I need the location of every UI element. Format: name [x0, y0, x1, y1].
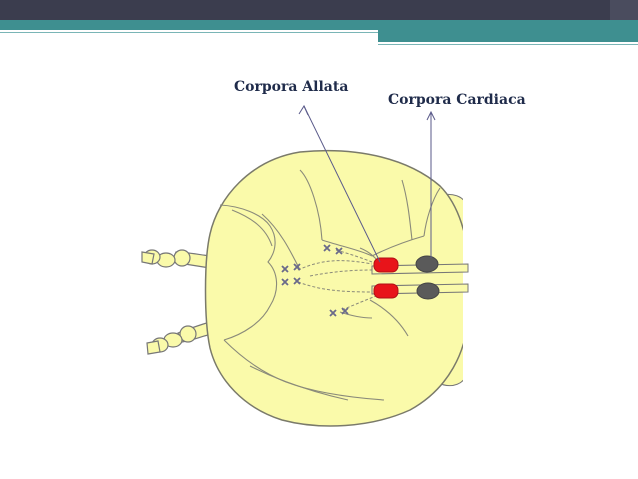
- head-capsule: [204, 149, 469, 427]
- header-rule-left: [0, 32, 378, 33]
- header-stripe-right: [378, 30, 638, 42]
- antenna-lower: [146, 321, 213, 355]
- header-stripe: [0, 20, 638, 30]
- antenna-upper: [141, 249, 211, 269]
- header-accent: [610, 0, 638, 20]
- pointer-lines: [298, 104, 436, 263]
- label-corpora-allata: Corpora Allata: [234, 79, 349, 95]
- pointer-arrow-cardiaca: [426, 110, 436, 121]
- nerve-paths: [297, 249, 377, 311]
- corpora-allata-upper: [373, 257, 399, 273]
- header-rule-right: [378, 44, 638, 45]
- corpora-cardiaca-lower: [416, 282, 440, 300]
- pointer-arrow-allata: [298, 104, 309, 116]
- pointer-line-allata: [303, 105, 381, 263]
- header-bar: [0, 0, 638, 20]
- corpora-cardiaca-upper: [415, 255, 439, 273]
- corpora-cardiaca: [415, 255, 440, 300]
- x-marks: [281, 244, 349, 317]
- corpora-allata-lower: [373, 283, 399, 299]
- label-corpora-cardiaca: Corpora Cardiaca: [388, 92, 526, 108]
